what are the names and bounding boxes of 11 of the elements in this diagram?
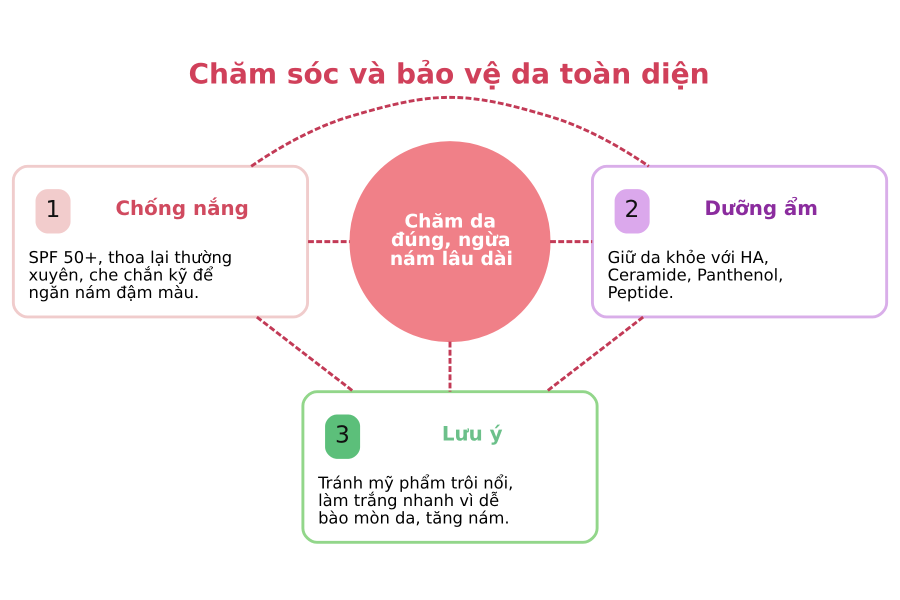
connector [546, 316, 644, 393]
connector [308, 240, 350, 244]
connector [550, 240, 592, 244]
connector [448, 342, 452, 392]
diagram-title: Chăm sóc và bảo vệ da toàn diện [188, 58, 710, 91]
node-box: 3 Lưu ý Tránh mỹ phẩm trôi nổi, làm trắng nhanh vì dễ bào mòn da, tăng nám. [301, 390, 599, 544]
node-circle: Chăm da đúng, ngừa nám lâu dài [349, 141, 551, 342]
node-box: 2 Dưỡng ẩm Giữ da khỏe với HA, Ceramide, Panthenol, Peptide. [590, 164, 888, 318]
connector [250, 96, 650, 168]
node-box: 1 Chống nắng SPF 50+, thoa lại thường xuyên, che chắn kỹ để ngăn nám đậm màu. [12, 164, 310, 318]
connector [256, 316, 354, 393]
